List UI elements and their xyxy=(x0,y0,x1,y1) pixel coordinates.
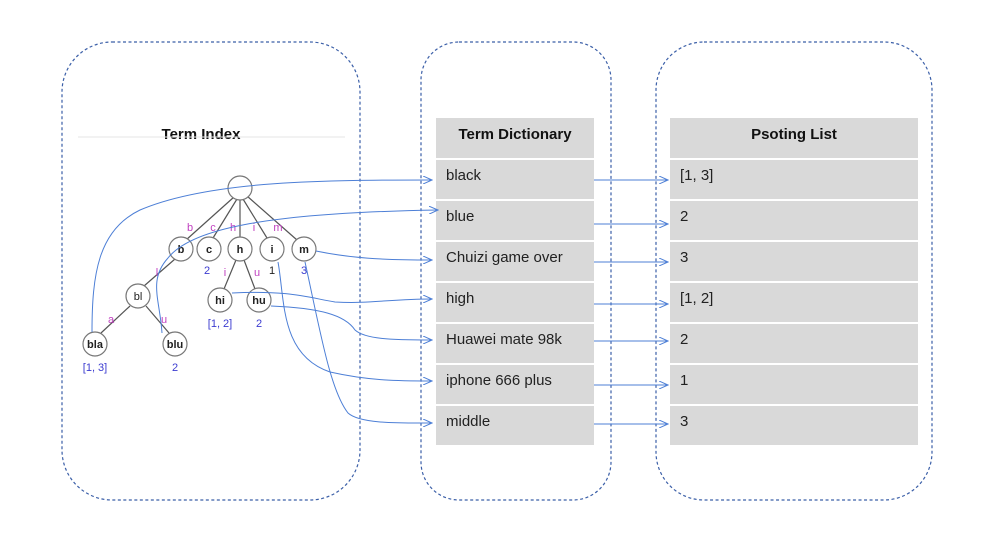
dictionary-cell xyxy=(436,365,594,404)
trie-node-h xyxy=(227,236,253,262)
index-to-dictionary-link-middle xyxy=(304,261,432,423)
index-to-dictionary-link-black xyxy=(91,180,432,333)
node-posting-blu: 2 xyxy=(172,362,178,374)
trie-node-hu xyxy=(246,287,272,313)
edge-label-h: h xyxy=(230,222,236,234)
trie-edge xyxy=(145,305,170,334)
node-label-bla: bla xyxy=(87,339,104,351)
posting-list-header xyxy=(670,118,918,158)
node-posting-hu: 2 xyxy=(256,318,262,330)
posting-entry: 3 xyxy=(680,413,688,430)
node-label-bl: bl xyxy=(134,291,143,303)
index-to-dictionary-link-high xyxy=(231,291,432,302)
posting-entry: 3 xyxy=(680,249,688,266)
node-label-blu: blu xyxy=(167,339,184,351)
trie-edge xyxy=(223,259,237,290)
index-to-dictionary-link-huawei xyxy=(270,305,432,340)
edge-label-l: l xyxy=(156,267,158,279)
node-posting-c: 2 xyxy=(204,265,210,277)
posting-entry: 2 xyxy=(680,208,688,225)
node-posting-m: 3 xyxy=(301,265,307,277)
posting-cell xyxy=(670,283,918,322)
edge-label-hi: i xyxy=(224,267,226,279)
edge-label-b: b xyxy=(187,222,193,234)
trie-node-m xyxy=(291,236,317,262)
posting-cell xyxy=(670,160,918,199)
trie-edge xyxy=(100,305,131,334)
posting-list-title: Psoting List xyxy=(751,126,837,143)
edge-label-hu: u xyxy=(254,267,260,279)
dictionary-term: black xyxy=(446,167,482,184)
posting-cell xyxy=(670,242,918,281)
edge-label-u: u xyxy=(161,314,167,326)
trie-node-bla xyxy=(82,331,108,357)
term-index-title: Term Index xyxy=(162,126,242,143)
edge-label-m: m xyxy=(273,222,282,234)
node-posting-bla: [1, 3] xyxy=(83,362,107,374)
trie-edge xyxy=(243,259,256,290)
node-label-b: b xyxy=(178,244,185,256)
posting-cell xyxy=(670,406,918,445)
node-posting-hi: [1, 2] xyxy=(208,318,232,330)
dictionary-term: high xyxy=(446,290,474,307)
trie-node-hi xyxy=(207,287,233,313)
posting-cell xyxy=(670,201,918,240)
posting-entry: [1, 3] xyxy=(680,167,713,184)
posting-cell xyxy=(670,365,918,404)
edge-label-i: i xyxy=(253,222,255,234)
node-label-m: m xyxy=(299,244,309,256)
trie-node-c xyxy=(196,236,222,262)
term-index-panel xyxy=(61,41,361,501)
trie-node-bl xyxy=(125,283,151,309)
index-to-dictionary-link-blue xyxy=(156,210,438,334)
node-label-h: h xyxy=(237,244,244,256)
node-posting-i: 1 xyxy=(269,265,275,277)
dictionary-cell xyxy=(436,324,594,363)
index-to-dictionary-link-chuizi xyxy=(315,250,432,260)
dictionary-cell xyxy=(436,283,594,322)
dictionary-cell xyxy=(436,406,594,445)
dictionary-term: middle xyxy=(446,413,490,430)
dictionary-term: iphone 666 plus xyxy=(446,372,552,389)
trie-node-i xyxy=(259,236,285,262)
dictionary-cell xyxy=(436,242,594,281)
posting-entry: 1 xyxy=(680,372,688,389)
trie-edge xyxy=(185,196,235,241)
node-label-c: c xyxy=(206,244,212,256)
trie-node-blu xyxy=(162,331,188,357)
node-label-hu: hu xyxy=(252,295,265,307)
dictionary-term: Chuizi game over xyxy=(446,249,563,266)
node-label-i: i xyxy=(270,244,273,256)
dictionary-cell xyxy=(436,201,594,240)
trie-edge xyxy=(242,198,268,239)
posting-entry: [1, 2] xyxy=(680,290,713,307)
edge-label-a: a xyxy=(108,314,115,326)
posting-cell xyxy=(670,324,918,363)
dictionary-cell xyxy=(436,160,594,199)
node-label-hi: hi xyxy=(215,295,225,307)
dictionary-term: blue xyxy=(446,208,474,225)
term-dictionary-title: Term Dictionary xyxy=(458,126,572,143)
edge-label-c: c xyxy=(210,222,216,234)
dictionary-term: Huawei mate 98k xyxy=(446,331,562,348)
trie-edge xyxy=(246,195,298,241)
term-dictionary-header xyxy=(436,118,594,158)
posting-entry: 2 xyxy=(680,331,688,348)
